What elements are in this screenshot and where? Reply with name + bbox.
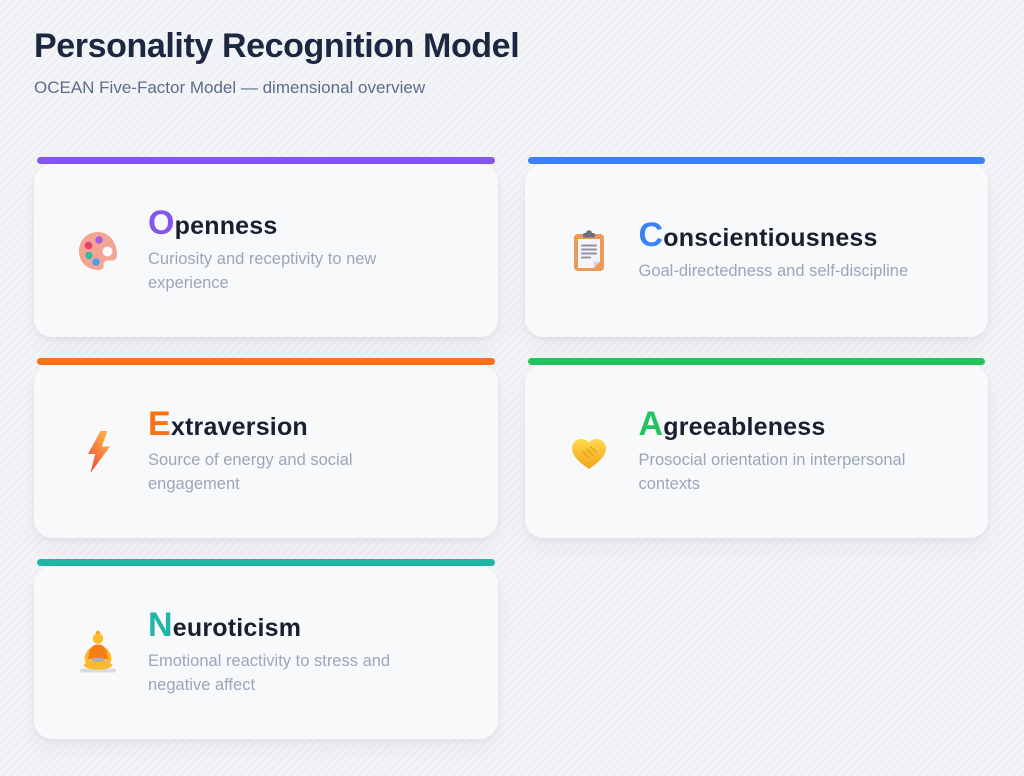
card-openness: Openness Curiosity and receptivity to ne… — [34, 157, 498, 338]
card-text: Agreeableness Prosocial orientation in i… — [639, 407, 961, 497]
card-body: Extraversion Source of energy and social… — [34, 365, 498, 539]
card-title: Extraversion — [148, 407, 470, 442]
card-description: Curiosity and receptivity to new experie… — [148, 250, 377, 293]
card-initial: A — [638, 404, 664, 443]
card-title: Neuroticism — [148, 608, 470, 643]
lightning-icon — [74, 428, 122, 476]
card-text: Extraversion Source of energy and social… — [148, 407, 470, 497]
page: Personality Recognition Model OCEAN Five… — [34, 27, 988, 740]
card-text: Conscientiousness Goal-directedness and … — [639, 218, 961, 284]
cards-grid: Openness Curiosity and receptivity to ne… — [34, 157, 988, 740]
card-accent-bar — [37, 157, 495, 165]
card-description: Emotional reactivity to stress and negat… — [148, 652, 391, 695]
card-conscientiousness: Conscientiousness Goal-directedness and … — [524, 157, 988, 338]
card-accent-bar — [37, 358, 495, 366]
card-extraversion: Extraversion Source of energy and social… — [34, 358, 498, 539]
card-text: Openness Curiosity and receptivity to ne… — [148, 206, 470, 296]
card-agreeableness: Agreeableness Prosocial orientation in i… — [524, 358, 988, 539]
card-accent-bar — [527, 358, 985, 366]
card-title: Agreeableness — [639, 407, 961, 442]
card-neuroticism: Neuroticism Emotional reactivity to stre… — [34, 559, 498, 740]
handshake-icon — [565, 428, 613, 476]
card-body: Neuroticism Emotional reactivity to stre… — [34, 566, 498, 740]
card-initial: N — [148, 605, 173, 644]
card-body: Openness Curiosity and receptivity to ne… — [34, 164, 498, 338]
card-title-rest: onscientiousness — [663, 223, 878, 252]
card-title-rest: greeableness — [663, 412, 826, 441]
lotus-icon — [74, 629, 122, 677]
card-initial: C — [638, 215, 664, 254]
card-title: Openness — [148, 206, 470, 241]
card-title-rest: penness — [174, 211, 278, 240]
card-title-rest: xtraversion — [170, 412, 308, 441]
card-body: Agreeableness Prosocial orientation in i… — [524, 365, 988, 539]
card-title-rest: euroticism — [172, 613, 302, 642]
card-initial: E — [148, 404, 171, 443]
card-description: Goal-directedness and self-discipline — [638, 262, 909, 281]
clipboard-icon — [565, 227, 613, 275]
page-subtitle: OCEAN Five-Factor Model — dimensional ov… — [34, 78, 426, 98]
palette-icon — [74, 227, 122, 275]
card-accent-bar — [37, 559, 495, 567]
page-title: Personality Recognition Model — [34, 27, 520, 65]
card-description: Prosocial orientation in interpersonal c… — [638, 451, 906, 494]
card-body: Conscientiousness Goal-directedness and … — [524, 164, 988, 338]
card-description: Source of energy and social engagement — [148, 451, 353, 494]
card-text: Neuroticism Emotional reactivity to stre… — [148, 608, 470, 698]
card-accent-bar — [527, 157, 985, 165]
card-initial: O — [148, 203, 175, 242]
card-title: Conscientiousness — [639, 218, 961, 253]
